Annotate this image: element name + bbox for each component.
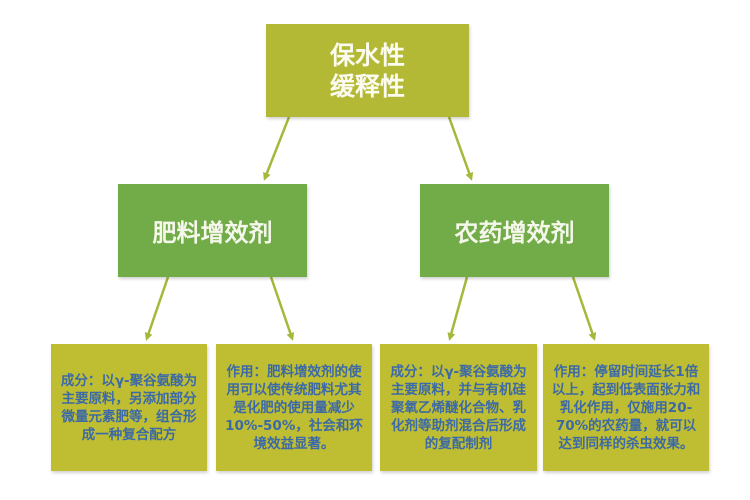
branch-node-fertilizer: 肥料增效剂 — [118, 184, 307, 277]
arrow-pesticide-to-composition — [447, 276, 469, 341]
root-node: 保水性 缓释性 — [266, 24, 469, 117]
leaf-text: 成分：以γ-聚谷氨酸为主要原料，并与有机硅聚氧乙烯醚化合物、乳化剂等助剂混合后形… — [390, 363, 527, 452]
branch-node-pesticide: 农药增效剂 — [420, 184, 609, 277]
leaf-pesticide-effect: 作用：停留时间延长1倍以上，起到低表面张力和乳化作用，仅施用20-70%的农药量… — [543, 344, 709, 471]
branch-label: 肥料增效剂 — [152, 219, 273, 247]
arrow-root-to-pesticide — [447, 116, 474, 181]
leaf-fertilizer-composition: 成分：以γ-聚谷氨酸为主要原料，另添加部分微量元素肥等，组合形成一种复合配方 — [51, 344, 207, 471]
arrow-fertilizer-to-effect — [269, 276, 295, 341]
root-line-2: 缓释性 — [329, 71, 405, 101]
leaf-text: 成分：以γ-聚谷氨酸为主要原料，另添加部分微量元素肥等，组合形成一种复合配方 — [60, 372, 198, 443]
root-line-1: 保水性 — [329, 40, 405, 70]
arrow-root-to-fertilizer — [263, 116, 291, 181]
leaf-pesticide-composition: 成分：以γ-聚谷氨酸为主要原料，并与有机硅聚氧乙烯醚化合物、乳化剂等助剂混合后形… — [380, 344, 537, 471]
leaf-text: 作用：肥料增效剂的使用可以使传统肥料尤其是化肥的使用量减少10%-50%，社会和… — [225, 363, 363, 452]
leaf-fertilizer-effect: 作用：肥料增效剂的使用可以使传统肥料尤其是化肥的使用量减少10%-50%，社会和… — [216, 344, 372, 471]
branch-label: 农药增效剂 — [454, 219, 575, 247]
arrow-fertilizer-to-composition — [144, 276, 170, 341]
arrow-pesticide-to-effect — [571, 276, 597, 341]
leaf-text: 作用：停留时间延长1倍以上，起到低表面张力和乳化作用，仅施用20-70%的农药量… — [551, 363, 701, 452]
